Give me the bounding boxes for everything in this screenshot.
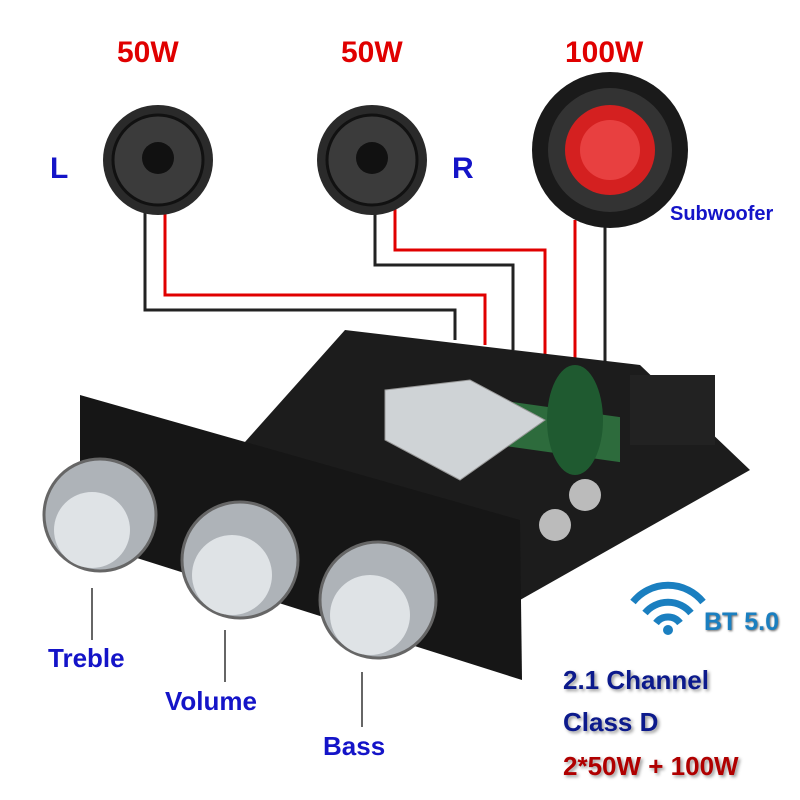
spec-channel: 2.1 Channel — [563, 665, 709, 695]
spec-power: 2*50W + 100W — [563, 751, 739, 781]
wifi-signal-icon — [630, 581, 706, 626]
bass-knob[interactable] — [318, 540, 438, 660]
left-power-label: 50W — [117, 36, 179, 69]
spec-class: Class D — [563, 707, 659, 737]
pcb-board — [220, 330, 750, 600]
capacitor — [547, 365, 603, 475]
sub-power-label: 100W — [565, 36, 644, 69]
treble-label: Treble — [48, 643, 125, 673]
volume-label: Volume — [165, 686, 257, 716]
left-speaker — [103, 105, 213, 215]
bluetooth-label: BT 5.0 — [704, 608, 780, 636]
speaker-wires — [143, 205, 607, 368]
knob-leader-lines — [91, 588, 363, 727]
subwoofer-speaker — [532, 72, 688, 228]
right-speaker — [317, 105, 427, 215]
heatsink — [384, 379, 546, 481]
subwoofer-label: Subwoofer — [670, 203, 774, 225]
treble-knob[interactable] — [42, 457, 158, 573]
right-channel-label: R — [452, 152, 474, 185]
volume-knob[interactable] — [180, 500, 300, 620]
dc-jack — [630, 375, 715, 445]
right-power-label: 50W — [341, 36, 403, 69]
left-channel-label: L — [50, 152, 69, 185]
bass-label: Bass — [323, 731, 386, 761]
